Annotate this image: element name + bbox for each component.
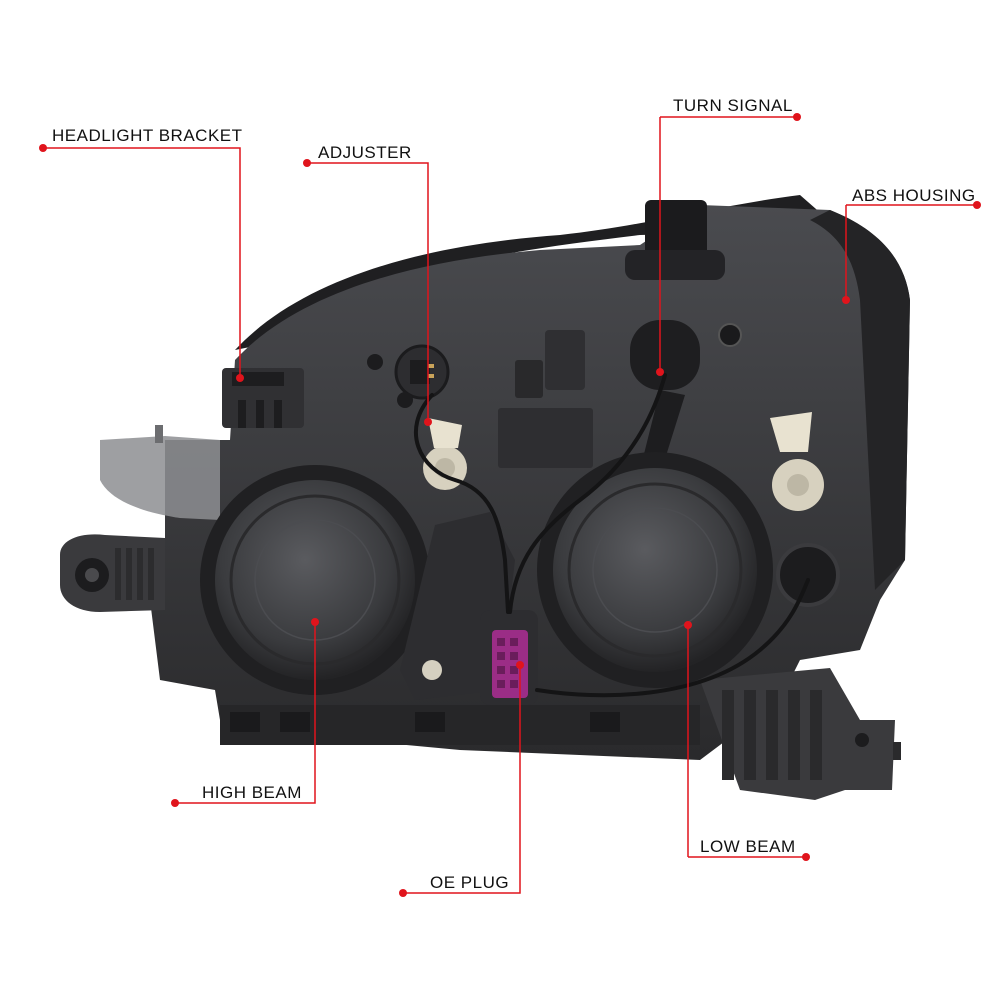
oe-plug-label: OE PLUG — [430, 873, 510, 892]
turn-signal-label: TURN SIGNAL — [673, 96, 793, 115]
high-beam-label: HIGH BEAM — [202, 783, 302, 802]
bottom-right-bracket — [700, 668, 901, 800]
callout-dots — [39, 113, 981, 897]
headlight-bracket — [222, 368, 304, 428]
adjuster-label: ADJUSTER — [318, 143, 412, 162]
low-beam-label: LOW BEAM — [700, 837, 796, 856]
upper-left-clear-tab — [100, 436, 220, 520]
wiring-harness — [413, 373, 810, 698]
right-adjuster-gear — [770, 412, 824, 511]
abs-housing-label: ABS HOUSING — [852, 186, 976, 205]
high-beam-cap — [200, 465, 430, 695]
headlight-bracket-label: HEADLIGHT BRACKET — [52, 126, 243, 145]
low-beam-cap — [537, 452, 773, 688]
oe-plug-connector — [480, 610, 538, 705]
callout-leaders — [43, 116, 977, 894]
abs-housing-shell — [810, 210, 910, 590]
